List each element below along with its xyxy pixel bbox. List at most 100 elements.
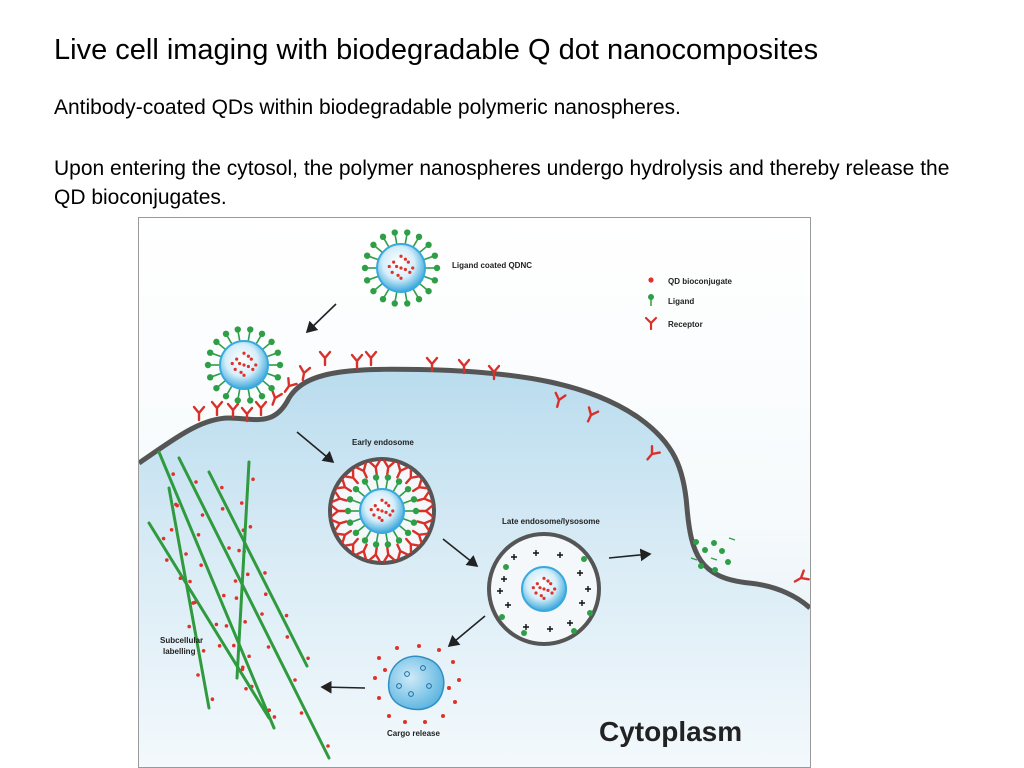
qd-dot [244,686,248,691]
qd-dot [396,273,400,277]
qd-dot [246,364,250,369]
ligand-head [206,374,214,381]
ligand-head [404,485,412,493]
qd-dot [408,270,412,274]
receptor [411,478,428,493]
qd-dot [423,720,427,724]
ligand-head [222,392,230,400]
receptor [364,350,378,367]
ligand-head [431,252,439,259]
qd-dot [380,498,384,502]
qd-dot [254,363,258,367]
qd-dot [246,354,250,358]
receptor [331,519,348,532]
qd-dot [542,576,546,580]
ligand-head [344,507,352,515]
qd-dot [306,656,310,661]
ligand-head [702,547,708,553]
receptor [382,546,396,563]
qd-dot [549,582,553,586]
qd-dot [251,477,255,482]
ligand-stalk [728,537,736,541]
receptor [368,459,382,476]
qd-dot [284,613,289,618]
qd-dot [233,367,237,371]
receptor [646,444,661,461]
ligand-fragment [521,630,527,636]
free-ligand-coated-qdnc [361,229,441,307]
arrow-labelling [320,680,366,694]
ligand-head [391,300,398,307]
qd-dot [233,579,238,583]
cytoskeleton-fibres [147,450,331,760]
ligand-head [410,496,418,503]
ligand-head [693,539,699,545]
qd-dot [377,516,381,520]
degraded-nanosphere [387,655,445,711]
ligand-head [379,233,387,241]
qd-dot [372,513,376,517]
qd-dot [373,676,377,680]
receptor [487,364,501,381]
plus-charge [501,576,507,582]
ligand-head [404,300,411,307]
qd-dot [187,624,191,629]
qd-dot [242,351,246,355]
qd-dot [171,472,175,476]
qd-dot [373,504,377,508]
ligand-head [258,392,266,400]
qd-dot [178,576,183,580]
pore [396,683,402,689]
receptor [298,365,312,382]
legend-label-receptor: Receptor [668,320,703,329]
ligand-head [258,330,266,338]
ligand-head [372,474,380,481]
qd-dot [399,266,403,270]
qd-dot [165,558,169,562]
receptor [271,389,283,406]
ligand-head [206,349,214,356]
fibre [207,470,309,668]
ligand-head [391,229,398,236]
qd-dot [546,588,550,592]
qd-dot [161,536,166,541]
qd-dot [272,715,277,719]
qd-dot [237,548,241,553]
ligand-head [410,519,418,526]
qd-dot [384,501,388,505]
plus-charge [577,570,583,576]
qd-dot [193,600,197,605]
receptor [554,391,567,408]
qd-dot [260,612,264,616]
qd-dot [376,508,380,512]
qd-dot [299,711,304,715]
label-labelling: labelling [163,647,196,656]
qd-dot [380,509,384,513]
qd-dot [220,507,225,511]
ligand-head [425,241,432,249]
qd-dot [406,260,410,264]
receptor [396,462,409,479]
label-early-endosome: Early endosome [352,438,414,447]
ligand-fragment [571,628,577,634]
ligand-head [234,397,241,404]
early-endosome [328,457,436,565]
receptor [405,468,420,485]
qd-dot [247,654,251,659]
qd-dot [249,357,253,361]
fibre [147,521,271,720]
fibre [157,450,276,730]
ligand-stalk [690,557,698,561]
arrow-maturation [442,538,479,567]
receptor [417,504,434,518]
ligand-head [372,541,380,548]
qd-dot [538,586,542,590]
qd-dot [447,686,451,690]
plus-charge [547,626,553,632]
qd-dot [535,582,539,586]
qd-dot [214,622,219,627]
qd-dot [267,708,271,712]
qd-dot [542,587,546,591]
receptor [330,504,347,518]
qd-dot [395,646,399,650]
